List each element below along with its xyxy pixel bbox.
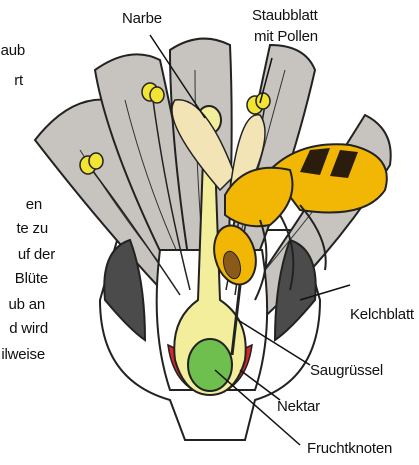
anther — [89, 153, 103, 169]
description-line: d wird — [9, 318, 48, 340]
ovary — [188, 339, 232, 391]
anther — [150, 87, 164, 103]
label-fruchtknoten: Fruchtknoten — [307, 440, 392, 458]
description-line: uf der — [18, 244, 55, 266]
description-line: aub — [1, 40, 25, 62]
description-line: rt — [14, 70, 23, 92]
anther — [256, 93, 270, 109]
label-kelchblatt: Kelchblatt — [350, 306, 414, 324]
description-line: ilweise — [1, 344, 45, 366]
label-staubblatt-line2: mit Pollen — [254, 28, 318, 46]
label-staubblatt-line1: Staubblatt — [252, 7, 318, 25]
label-saugruessel: Saugrüssel — [310, 362, 383, 380]
description-line: ub an — [8, 294, 45, 316]
label-narbe: Narbe — [122, 10, 162, 28]
description-line: te zu — [16, 218, 48, 240]
description-line: Blüte — [15, 268, 48, 290]
label-nektar: Nektar — [277, 398, 320, 416]
description-line: en — [26, 194, 42, 216]
